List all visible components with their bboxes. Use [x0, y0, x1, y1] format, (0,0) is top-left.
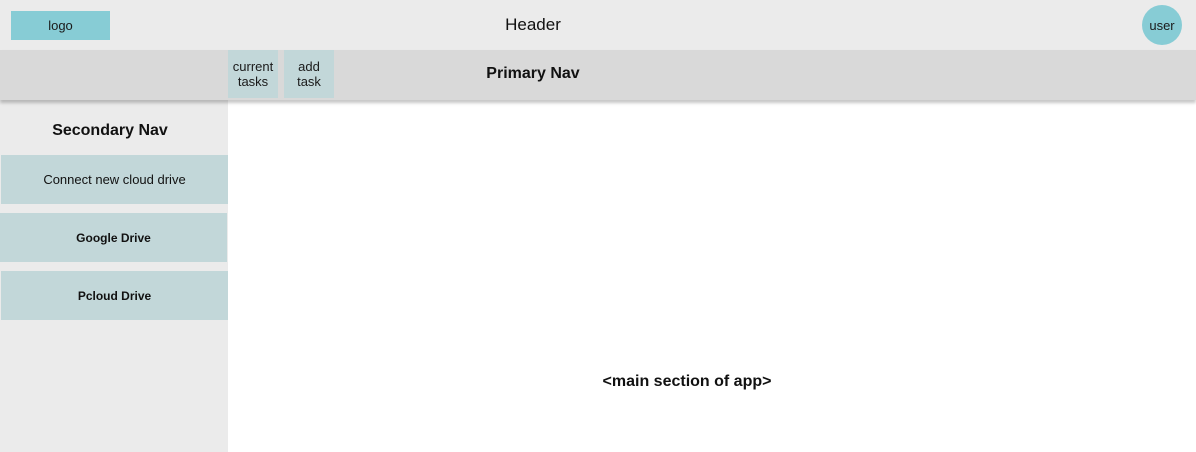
- pcloud-drive-label: Pcloud Drive: [77, 288, 152, 303]
- user-avatar[interactable]: user: [1142, 5, 1182, 45]
- primary-nav-title: Primary Nav: [486, 65, 580, 82]
- secondary-nav-title: Secondary Nav: [52, 122, 168, 139]
- primary-nav: current tasks add task Primary Nav: [0, 50, 1196, 100]
- google-drive-label: Google Drive: [76, 230, 151, 245]
- tab-add-task[interactable]: add task: [284, 50, 334, 98]
- connect-cloud-drive-button[interactable]: Connect new cloud drive: [1, 155, 228, 204]
- secondary-nav: Secondary Nav Connect new cloud drive Go…: [0, 100, 228, 452]
- logo-label: logo: [48, 18, 73, 33]
- main-section: <main section of app>: [228, 100, 1196, 452]
- pcloud-drive-button[interactable]: Pcloud Drive: [1, 271, 228, 320]
- connect-cloud-drive-label: Connect new cloud drive: [43, 172, 186, 187]
- user-label: user: [1149, 17, 1175, 33]
- main-section-placeholder: <main section of app>: [602, 373, 772, 390]
- app-header: logo Header user: [0, 0, 1196, 50]
- tab-add-task-label: add task: [297, 59, 321, 89]
- logo[interactable]: logo: [11, 11, 110, 40]
- tab-current-tasks-label: current tasks: [232, 59, 274, 89]
- tab-current-tasks[interactable]: current tasks: [228, 50, 278, 98]
- header-title: Header: [505, 15, 561, 34]
- google-drive-button[interactable]: Google Drive: [0, 213, 227, 262]
